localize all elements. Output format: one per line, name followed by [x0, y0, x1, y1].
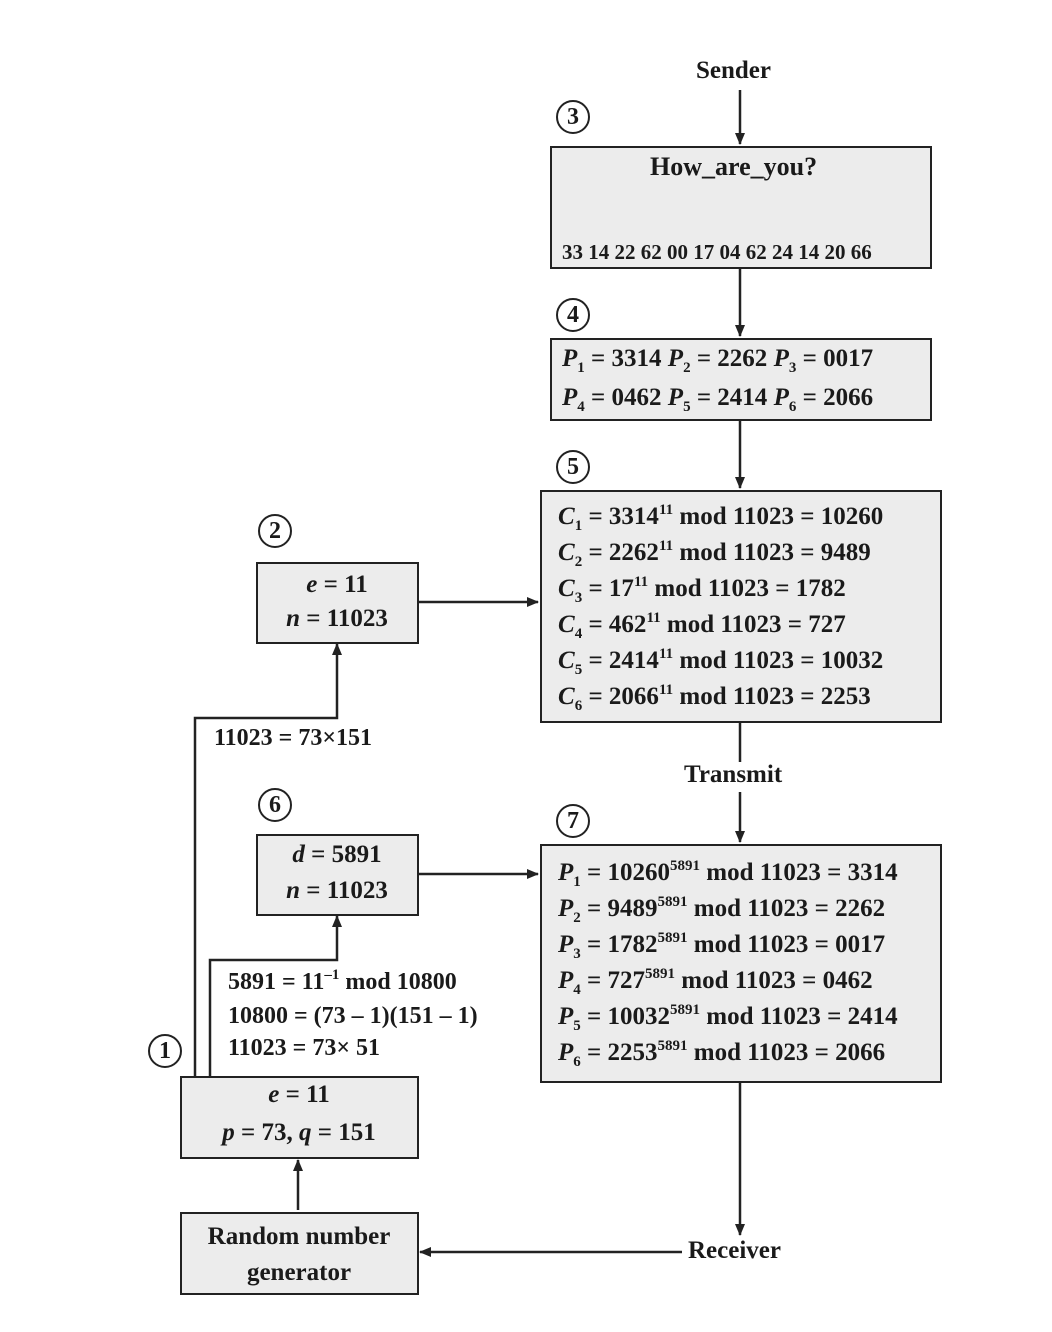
public-e: e = 11	[306, 571, 368, 598]
step-4-badge: 4	[556, 298, 590, 332]
step6-private-key-box: d = 5891 n = 11023	[256, 834, 419, 916]
rng-label-line-1: Random number	[207, 1223, 391, 1250]
arrow-step1-to-step6	[208, 915, 342, 1076]
keygen-e: e = 11	[268, 1081, 330, 1108]
plain-row-2: P2 = 94895891 mod 11023 = 2262	[558, 894, 886, 926]
random-number-generator-box: Random number generator	[180, 1212, 419, 1295]
step5-encrypt-box: C1 = 331411 mod 11023 = 10260 C2 = 22621…	[540, 490, 942, 723]
step7-decrypt-box: P1 = 102605891 mod 11023 = 3314 P2 = 948…	[540, 844, 942, 1083]
receiver-label: Receiver	[688, 1237, 781, 1264]
sender-label: Sender	[696, 57, 771, 84]
step-7-badge: 7	[556, 804, 590, 838]
step-5-badge: 5	[556, 450, 590, 484]
message-text: How_are_you?	[650, 152, 818, 181]
plain-row-5: P5 = 100325891 mod 11023 = 2414	[558, 1002, 898, 1034]
derivation-line-1: 5891 = 11–1 mod 10800	[228, 967, 457, 995]
derivation-line-3: 11023 = 73× 51	[228, 1035, 381, 1061]
step2-public-key-box: e = 11 n = 11023	[256, 562, 419, 644]
factor-note: 11023 = 73×151	[214, 725, 373, 751]
private-d: d = 5891	[292, 841, 382, 868]
plain-row-3: P3 = 17825891 mod 11023 = 0017	[558, 930, 886, 962]
step-2-badge: 2	[258, 514, 292, 548]
public-n: n = 11023	[286, 605, 388, 632]
transmit-label: Transmit	[684, 761, 783, 788]
cipher-row-6: C6 = 206611 mod 11023 = 2253	[558, 682, 871, 714]
arrow-step1-to-step2	[193, 643, 342, 1076]
cipher-row-2: C2 = 226211 mod 11023 = 9489	[558, 538, 871, 570]
private-n: n = 11023	[286, 877, 388, 904]
derivation-line-2: 10800 = (73 – 1)(151 – 1)	[228, 1003, 478, 1029]
plain-row-6: P6 = 22535891 mod 11023 = 2066	[558, 1038, 886, 1070]
plain-row-4: P4 = 7275891 mod 11023 = 0462	[558, 966, 873, 998]
step-6-badge: 6	[258, 788, 292, 822]
cipher-row-4: C4 = 46211 mod 11023 = 727	[558, 610, 846, 642]
step1-keygen-box: e = 11 p = 73, q = 151	[180, 1076, 419, 1159]
step3-message-box: How_are_you? 33 14 22 62 00 17 04 62 24 …	[550, 146, 932, 269]
rng-label-line-2: generator	[246, 1259, 352, 1286]
plain-row-1: P1 = 102605891 mod 11023 = 3314	[558, 858, 898, 890]
keygen-pq: p = 73, q = 151	[222, 1119, 376, 1146]
cipher-row-1: C1 = 331411 mod 11023 = 10260	[558, 502, 884, 534]
block-row-2: P4 = 0462 P5 = 2414 P6 = 2066	[562, 384, 874, 415]
step4-blocks-box: P1 = 3314 P2 = 2262 P3 = 0017 P4 = 0462 …	[550, 338, 932, 421]
cipher-row-5: C5 = 241411 mod 11023 = 10032	[558, 646, 884, 678]
block-row-1: P1 = 3314 P2 = 2262 P3 = 0017	[562, 345, 874, 376]
cipher-row-3: C3 = 1711 mod 11023 = 1782	[558, 574, 846, 606]
char-codes: 33 14 22 62 00 17 04 62 24 14 20 66	[562, 240, 872, 264]
step-1-badge: 1	[148, 1034, 182, 1068]
step-3-badge: 3	[556, 100, 590, 134]
